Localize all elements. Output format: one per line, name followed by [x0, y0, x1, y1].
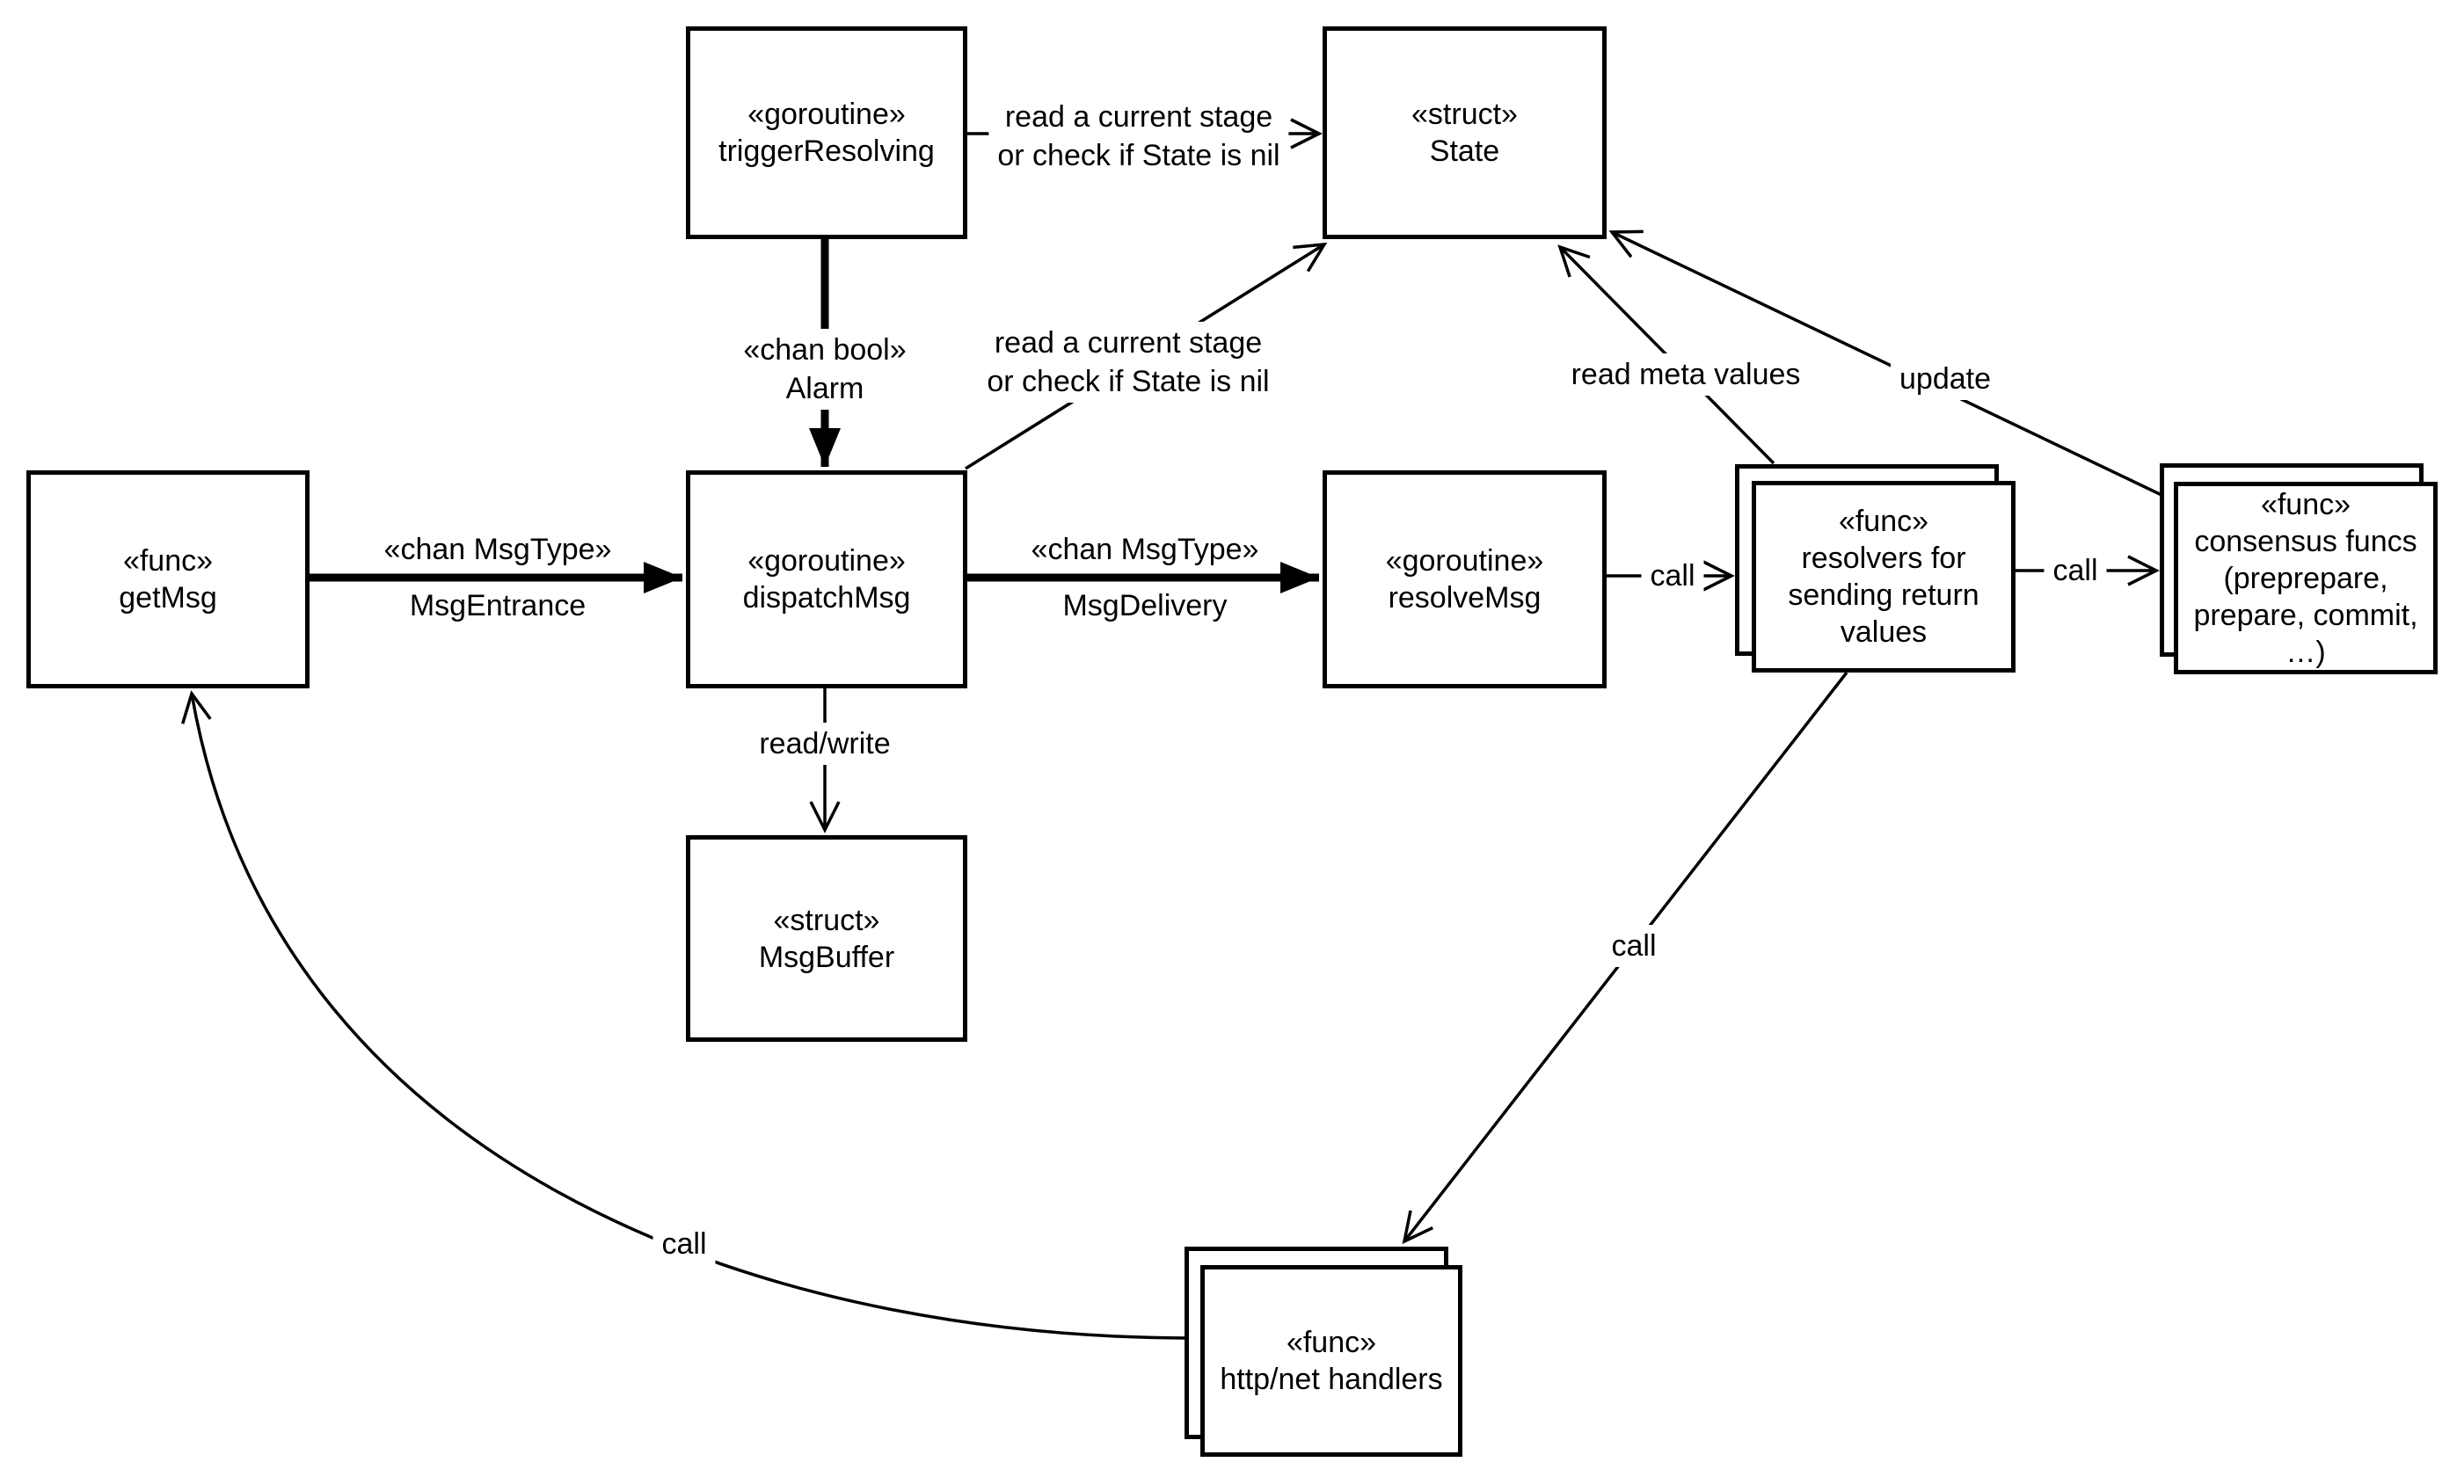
- edge-label-msg-delivery: «chan MsgType» MsgDelivery: [1032, 530, 1259, 625]
- node-resolvers: «func» resolvers for sending return valu…: [1752, 481, 2016, 673]
- node-name: State: [1429, 135, 1500, 168]
- edge-label-call-resolvers-http: call: [1602, 925, 1666, 967]
- node-msg-buffer: «struct» MsgBuffer: [686, 835, 967, 1042]
- node-name: dispatchMsg: [742, 581, 911, 615]
- node-name: resolveMsg: [1388, 581, 1542, 615]
- node-http-net-handlers: «func» http/net handlers: [1200, 1265, 1462, 1457]
- edge-label-read-write: read/write: [750, 723, 900, 765]
- node-name: consensus funcs (preprepare, prepare, co…: [2193, 524, 2418, 669]
- node-name: resolvers for sending return values: [1788, 542, 1979, 649]
- node-name: MsgBuffer: [758, 940, 895, 974]
- edge-label-call-resolve-resolvers: call: [1641, 555, 1704, 597]
- edge-label-alarm-channel: «chan bool» Alarm: [734, 329, 915, 410]
- node-stereotype: «func»: [1838, 505, 1929, 538]
- channel-name-label: MsgDelivery: [1062, 589, 1228, 622]
- node-dispatch-msg: «goroutine» dispatchMsg: [686, 470, 967, 688]
- node-resolve-msg: «goroutine» resolveMsg: [1323, 470, 1607, 688]
- edge-label-update: update: [1891, 358, 2000, 400]
- edge-label-call-resolvers-consensus: call: [2044, 549, 2107, 592]
- node-stereotype: «goroutine»: [747, 98, 906, 131]
- node-stereotype: «struct»: [1411, 98, 1518, 131]
- channel-name-label: MsgEntrance: [409, 589, 587, 622]
- edge-label-read-current-stage-mid: read a current stage or check if State i…: [978, 322, 1279, 403]
- node-name: getMsg: [119, 581, 217, 615]
- node-stereotype: «struct»: [773, 903, 880, 937]
- node-name: http/net handlers: [1220, 1363, 1443, 1396]
- channel-type-label: «chan MsgType»: [383, 533, 612, 566]
- edge-consensus-to-state-update: [1608, 229, 2162, 497]
- node-state: «struct» State: [1323, 26, 1607, 239]
- node-stereotype: «goroutine»: [1385, 544, 1544, 578]
- node-name: triggerResolving: [718, 135, 935, 168]
- node-consensus-funcs: «func» consensus funcs (preprepare, prep…: [2174, 482, 2438, 674]
- node-get-msg: «func» getMsg: [26, 470, 310, 688]
- node-stereotype: «func»: [122, 544, 214, 578]
- node-trigger-resolving: «goroutine» triggerResolving: [686, 26, 967, 239]
- node-stereotype: «func»: [2260, 487, 2351, 521]
- node-stereotype: «goroutine»: [747, 544, 906, 578]
- node-stereotype: «func»: [1286, 1326, 1377, 1359]
- edge-http-to-getmsg-call-curve: [181, 690, 1187, 1340]
- edge-label-read-current-stage-top: read a current stage or check if State i…: [988, 96, 1289, 177]
- edge-label-read-meta-values: read meta values: [1562, 353, 1810, 396]
- edge-label-msg-entrance: «chan MsgType» MsgEntrance: [384, 530, 612, 625]
- channel-type-label: «chan MsgType»: [1031, 533, 1259, 566]
- edge-label-call-http-getmsg: call: [652, 1223, 716, 1265]
